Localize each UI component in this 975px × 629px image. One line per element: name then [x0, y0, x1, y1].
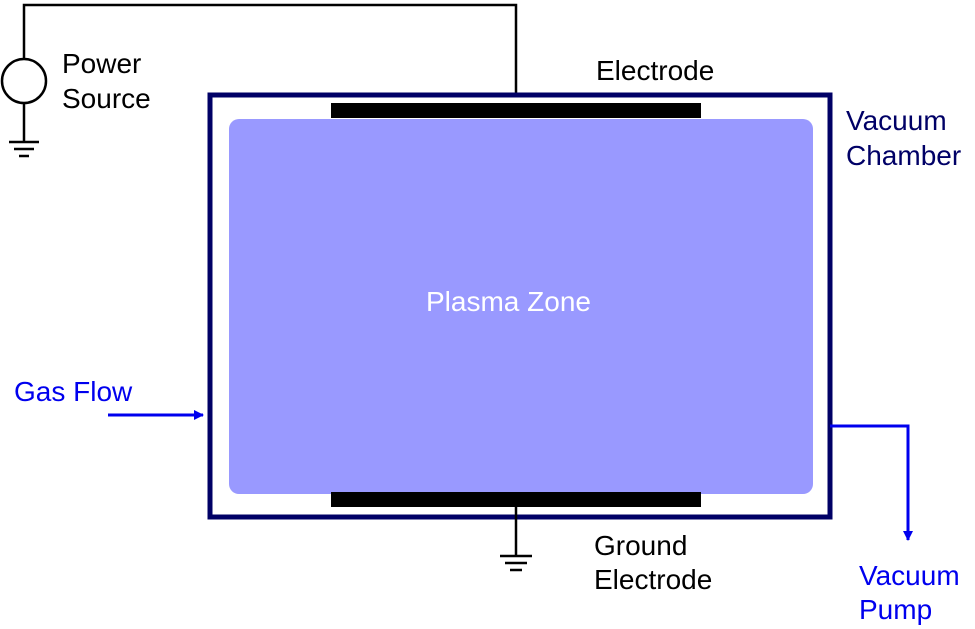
- power-source-label-line1: Power: [62, 48, 142, 79]
- power-source-label-line2: Source: [62, 83, 151, 114]
- ground-electrode: [331, 492, 701, 507]
- vacuum-pump-label-line1: Vacuum: [859, 560, 960, 591]
- plasma-zone: [229, 119, 813, 494]
- power-ground-icon: [9, 103, 39, 158]
- plasma-zone-label: Plasma Zone: [426, 286, 591, 317]
- gas-flow-label: Gas Flow: [14, 376, 133, 407]
- power-wire: [22, 3, 518, 103]
- electrode-label: Electrode: [596, 55, 715, 86]
- ground-electrode-label-line1: Ground: [594, 530, 688, 561]
- electrode-ground-icon: [500, 507, 532, 572]
- vacuum-pump-label-line2: Pump: [859, 594, 933, 625]
- vacuum-pump-line: [830, 424, 913, 541]
- vacuum-chamber-label-line1: Vacuum: [846, 105, 947, 136]
- top-electrode: [331, 103, 701, 118]
- power-source-icon: [0, 57, 48, 105]
- ground-electrode-label-line2: Electrode: [594, 564, 713, 595]
- vacuum-chamber-label-line2: Chamber: [846, 140, 962, 171]
